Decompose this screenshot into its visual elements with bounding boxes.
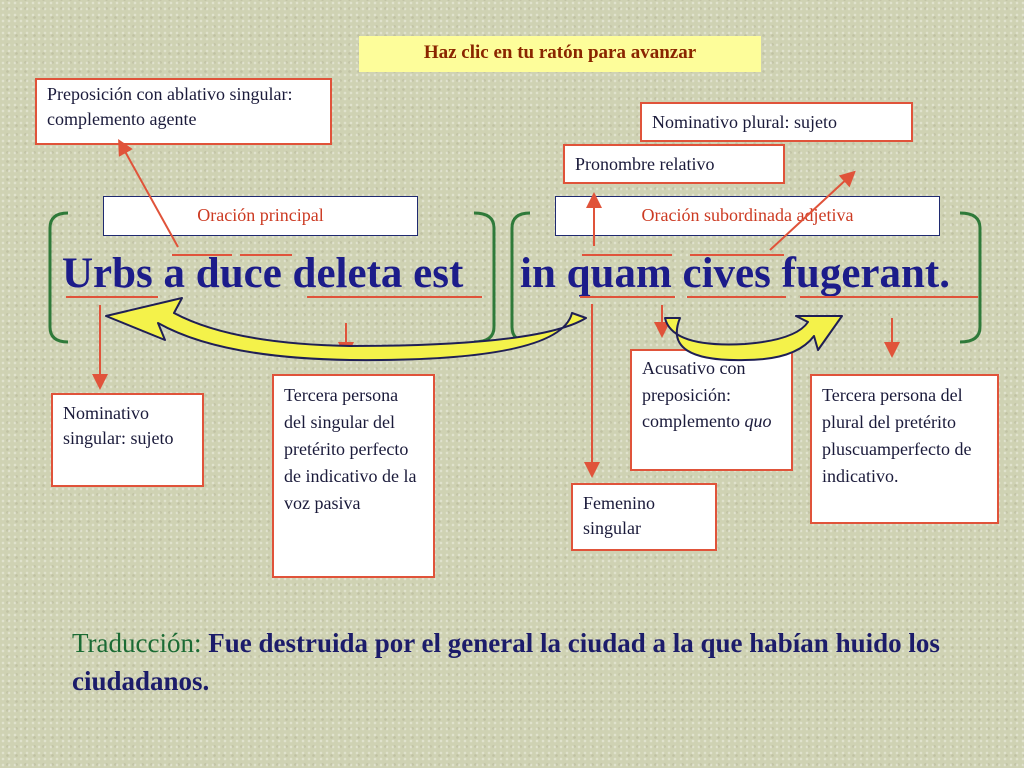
translation-text: Fue destruida por el general la ciudad a… — [72, 628, 940, 696]
note-pronombre-relativo: Pronombre relativo — [563, 144, 785, 184]
advance-hint-banner: Haz clic en tu ratón para avanzar — [359, 36, 761, 72]
note-acusativo: Acusativo con preposición: complemento q… — [630, 349, 793, 471]
translation-label: Traducción: — [72, 628, 209, 658]
clause-subordinada-label: Oración subordinada adjetiva — [555, 196, 940, 236]
clause-principal-label: Oración principal — [103, 196, 418, 236]
latin-subordinate-clause: in quam cives fugerant. — [520, 250, 950, 297]
note-tercera-plural: Tercera persona del plural del pretérito… — [810, 374, 999, 524]
arrow-to-prep-note — [118, 139, 179, 248]
bracket-sub-right — [959, 211, 982, 344]
note-nominativo-plural: Nominativo plural: sujeto — [640, 102, 913, 142]
arrow-to-nom-plural — [769, 170, 856, 251]
translation: Traducción: Fue destruida por el general… — [72, 624, 952, 700]
bracket-sub-left — [510, 211, 531, 344]
acusativo-text: Acusativo con preposición: complemento — [642, 358, 746, 431]
note-prep-ablativo: Preposición con ablativo singular: compl… — [35, 78, 332, 145]
latin-main-clause: Urbs a duce deleta est — [62, 250, 464, 297]
bracket-main-right — [473, 211, 496, 344]
acusativo-word: quo — [744, 411, 772, 431]
note-tercera-singular: Tercera persona del singular del pretéri… — [272, 374, 435, 578]
bracket-main-left — [48, 211, 69, 344]
note-femenino-singular: Femenino singular — [571, 483, 717, 551]
curved-arrow-regime — [664, 315, 843, 362]
curved-arrow-antecedent — [105, 297, 587, 362]
note-nominativo-singular: Nominativo singular: sujeto — [51, 393, 204, 487]
